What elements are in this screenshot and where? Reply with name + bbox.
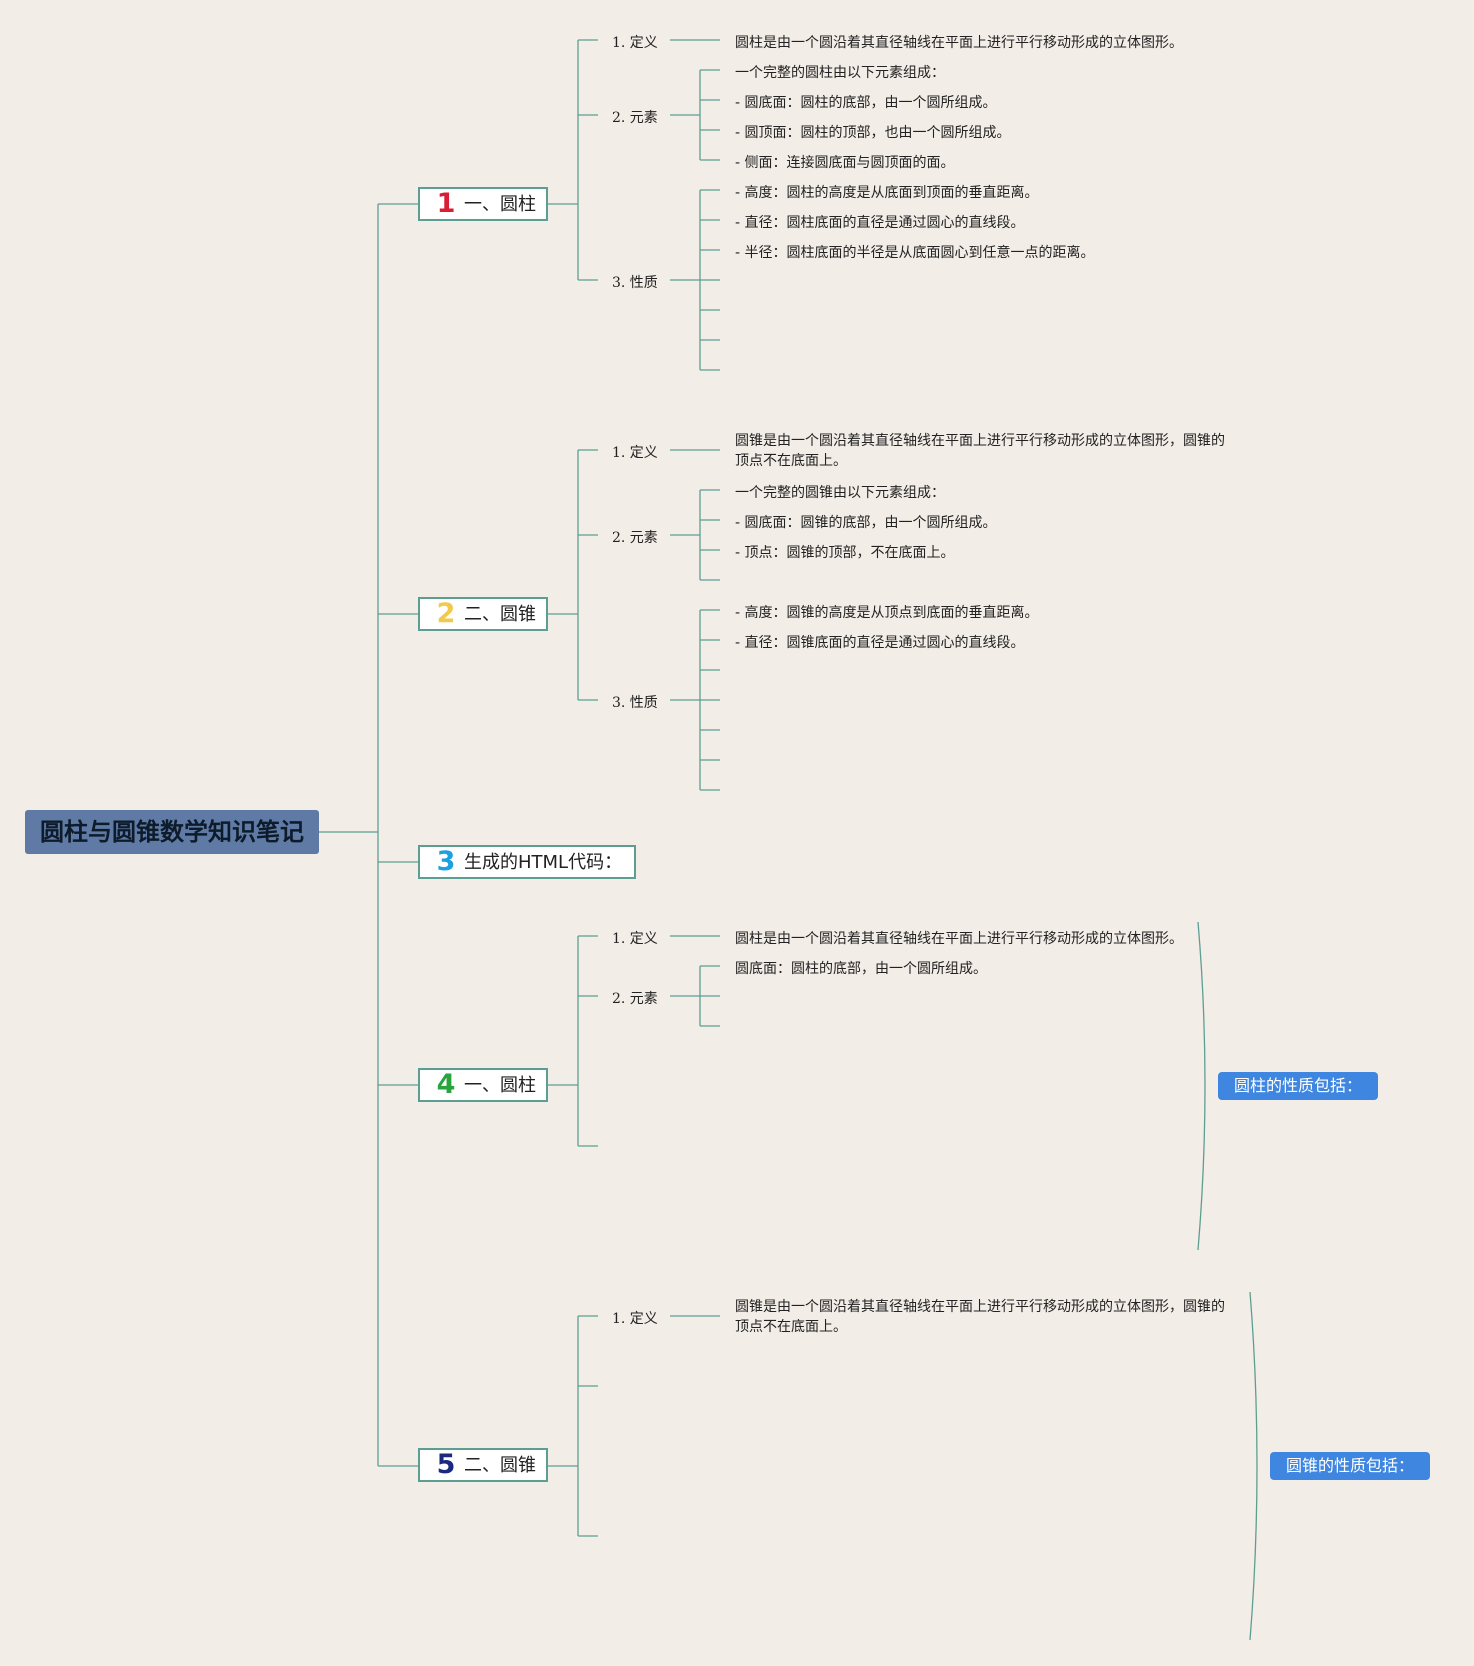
- property-item[interactable]: - 直径：圆柱底面的直径是通过圆心的直线段。: [735, 215, 1025, 231]
- topic-label: 一、圆柱: [464, 1075, 536, 1096]
- element-item[interactable]: - 侧面：连接圆底面与圆顶面的面。: [735, 155, 955, 171]
- topic-label: 二、圆锥: [464, 604, 536, 625]
- summary-bracket: [1197, 921, 1206, 1251]
- topic-label: 生成的HTML代码：: [464, 852, 623, 873]
- summary-cone-properties[interactable]: 圆锥的性质包括：: [1270, 1452, 1430, 1480]
- topic-number: 3: [436, 846, 456, 877]
- subtopic-definition[interactable]: 1. 定义: [612, 1311, 658, 1327]
- topic-cone[interactable]: 2 二、圆锥: [418, 597, 548, 631]
- element-item[interactable]: - 圆底面：圆锥的底部，由一个圆所组成。: [735, 515, 997, 531]
- element-item[interactable]: 一个完整的圆锥由以下元素组成：: [735, 485, 945, 501]
- property-item[interactable]: - 半径：圆柱底面的半径是从底面圆心到任意一点的距离。: [735, 245, 1095, 261]
- topic-cylinder[interactable]: 1 一、圆柱: [418, 187, 548, 221]
- topic-number: 2: [436, 598, 456, 629]
- root-topic[interactable]: 圆柱与圆锥数学知识笔记: [25, 810, 319, 854]
- element-item[interactable]: - 圆顶面：圆柱的顶部，也由一个圆所组成。: [735, 125, 1011, 141]
- subtopic-properties[interactable]: 3. 性质: [612, 695, 658, 711]
- element-item[interactable]: 圆底面：圆柱的底部，由一个圆所组成。: [735, 961, 987, 977]
- property-item[interactable]: - 高度：圆锥的高度是从顶点到底面的垂直距离。: [735, 605, 1039, 621]
- topic-generated-html[interactable]: 3 生成的HTML代码：: [418, 845, 636, 879]
- topic-number: 4: [436, 1069, 456, 1100]
- summary-bracket: [1249, 1291, 1258, 1641]
- subtopic-definition[interactable]: 1. 定义: [612, 35, 658, 51]
- topic-cylinder-2[interactable]: 4 一、圆柱: [418, 1068, 548, 1102]
- topic-number: 1: [436, 188, 456, 219]
- subtopic-elements[interactable]: 2. 元素: [612, 530, 658, 546]
- definition-text[interactable]: 圆柱是由一个圆沿着其直径轴线在平面上进行平行移动形成的立体图形。: [735, 35, 1183, 51]
- topic-label: 一、圆柱: [464, 194, 536, 215]
- subtopic-definition[interactable]: 1. 定义: [612, 931, 658, 947]
- subtopic-definition[interactable]: 1. 定义: [612, 445, 658, 461]
- property-item[interactable]: - 直径：圆锥底面的直径是通过圆心的直线段。: [735, 635, 1025, 651]
- element-item[interactable]: - 顶点：圆锥的顶部，不在底面上。: [735, 545, 955, 561]
- topic-cone-2[interactable]: 5 二、圆锥: [418, 1448, 548, 1482]
- summary-cylinder-properties[interactable]: 圆柱的性质包括：: [1218, 1072, 1378, 1100]
- element-item[interactable]: 一个完整的圆柱由以下元素组成：: [735, 65, 945, 81]
- definition-text[interactable]: 圆柱是由一个圆沿着其直径轴线在平面上进行平行移动形成的立体图形。: [735, 931, 1183, 947]
- subtopic-elements[interactable]: 2. 元素: [612, 991, 658, 1007]
- topic-label: 二、圆锥: [464, 1455, 536, 1476]
- element-item[interactable]: - 圆底面：圆柱的底部，由一个圆所组成。: [735, 95, 997, 111]
- subtopic-elements[interactable]: 2. 元素: [612, 110, 658, 126]
- definition-text[interactable]: 圆锥是由一个圆沿着其直径轴线在平面上进行平行移动形成的立体图形，圆锥的顶点不在底…: [735, 1299, 1225, 1335]
- subtopic-properties[interactable]: 3. 性质: [612, 275, 658, 291]
- property-item[interactable]: - 高度：圆柱的高度是从底面到顶面的垂直距离。: [735, 185, 1039, 201]
- definition-text[interactable]: 圆锥是由一个圆沿着其直径轴线在平面上进行平行移动形成的立体图形，圆锥的顶点不在底…: [735, 433, 1225, 469]
- topic-number: 5: [436, 1449, 456, 1480]
